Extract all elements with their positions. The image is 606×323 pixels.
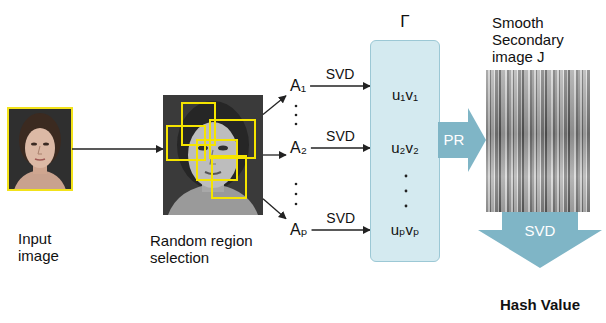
node-text: SVD (478, 222, 602, 239)
flow-arrow (310, 85, 370, 86)
flow-arrow (312, 229, 370, 230)
output-label: Hash Value (500, 296, 580, 313)
node-text: Aₚ (290, 221, 308, 239)
node-text: u₂v₂ (371, 139, 439, 156)
node-text: u₁v₁ (371, 86, 439, 103)
region-boxes (167, 103, 255, 198)
region-face-photo (163, 95, 263, 215)
node-text: Smooth Secondary image J (492, 14, 578, 65)
flow-arrow (311, 147, 370, 148)
svd-arrow: SVD (478, 212, 602, 268)
node-text: A₁ (290, 77, 306, 95)
gamma-column: Γu₁v₁u₂v₂uₚvₚ (370, 40, 440, 262)
secondary-image: Smooth Secondary image J (486, 70, 590, 212)
block-arrow-shape (478, 212, 602, 268)
column-heading: Γ (371, 13, 439, 30)
pr-arrow: PR (438, 108, 486, 172)
edge-label: SVD (324, 210, 357, 226)
input-face-photo (8, 108, 72, 190)
flow-arrow (72, 148, 163, 149)
node-text: Random region selection (150, 232, 266, 266)
input-image: Input image (8, 108, 72, 190)
flow-arrow (263, 96, 286, 115)
matrix-label: A₂ (286, 136, 311, 160)
photo-frame (8, 108, 72, 190)
matrix-label: A₁ (286, 74, 310, 98)
node-text: A₂ (290, 139, 307, 157)
edge-label: SVD (324, 128, 357, 144)
node-text: PR (438, 131, 470, 148)
flow-arrow (263, 199, 286, 219)
matrix-label: Aₚ (286, 218, 312, 242)
node-text: Input image (18, 230, 74, 264)
edge-label: SVD (324, 66, 357, 82)
node-text: uₚvₚ (371, 221, 439, 238)
flow-arrow (263, 154, 286, 155)
region-image: Random region selection (163, 95, 263, 215)
streak-texture (486, 70, 590, 212)
